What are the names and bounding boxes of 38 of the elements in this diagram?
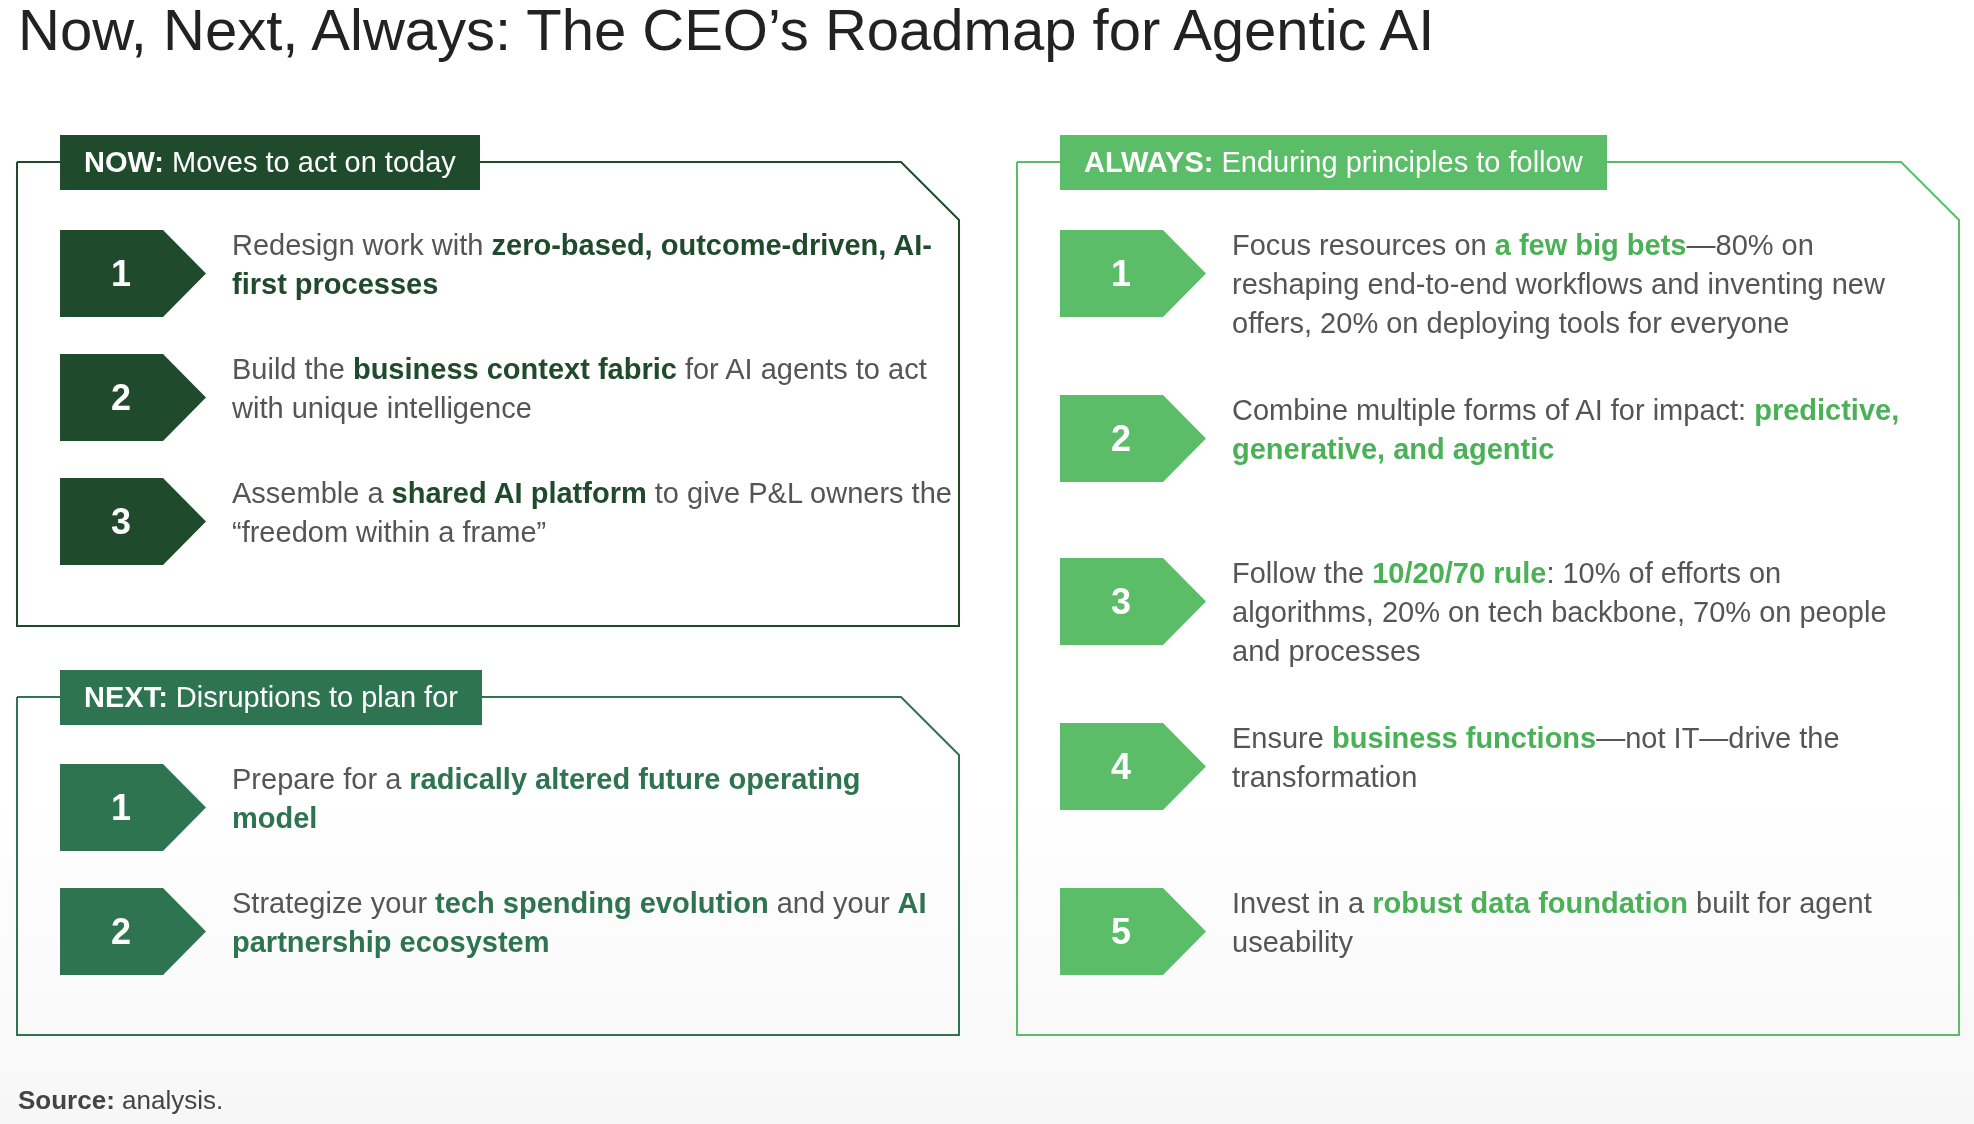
step-description: Build the business context fabric for AI agents to act with unique intelligence [232,352,928,426]
step-number: 1 [1110,252,1132,296]
chevron-marker [60,354,206,441]
section-panel [16,135,960,627]
chevron-marker [60,230,206,317]
step-number: 1 [110,252,132,296]
step-number: 2 [110,910,132,954]
step-description: Focus resources on a few big bets—80% on reshaping end-to-end workflows and inventing new offers, 20% on deploying tools for everyone [1232,228,1886,341]
step-description: Redesign work with zero-based, outcome-driven, AI-first processes [232,228,933,302]
step-number: 3 [110,500,132,544]
step-description: Follow the 10/20/70 rule: 10% of efforts on algorithms, 20% on tech backbone, 70% on people and processes [1232,556,1888,669]
section-heading: NEXT: Disruptions to plan for [60,670,482,725]
section-heading: NOW: Moves to act on today [60,135,480,190]
step-description: Ensure business functions—not IT—drive the transformation [1232,721,1841,795]
chevron-marker [60,478,206,565]
chevron-marker [60,888,206,975]
chevron-marker [1060,230,1206,317]
chevron-marker [1060,395,1206,482]
step-description: Invest in a robust data foundation built for agent useability [1232,886,1873,960]
step-number: 3 [1110,580,1132,624]
step-number: 2 [110,376,132,420]
step-description: Prepare for a radically altered future operating model [232,762,862,836]
section-panel [16,670,960,1036]
step-number: 2 [1110,417,1132,461]
chevron-marker [1060,723,1206,810]
title: Now, Next, Always: The CEO’s Roadmap for Agentic AI [18,0,1435,63]
step-number: 5 [1110,910,1132,954]
step-description: Assemble a shared AI platform to give P&L owners the “freedom within a frame” [232,476,952,550]
step-description: Combine multiple forms of AI for impact: predictive, generative, and agentic [1232,393,1901,467]
chevron-marker [1060,888,1206,975]
chevron-marker [1060,558,1206,645]
source-note: Source: analysis. [18,1085,224,1116]
step-number: 1 [110,786,132,830]
step-number: 4 [1110,745,1132,789]
chevron-marker [60,764,206,851]
step-description: Strategize your tech spending evolution and your AI partnership ecosystem [232,886,928,960]
section-panel [1016,135,1960,1036]
section-heading: ALWAYS: Enduring principles to follow [1060,135,1607,190]
